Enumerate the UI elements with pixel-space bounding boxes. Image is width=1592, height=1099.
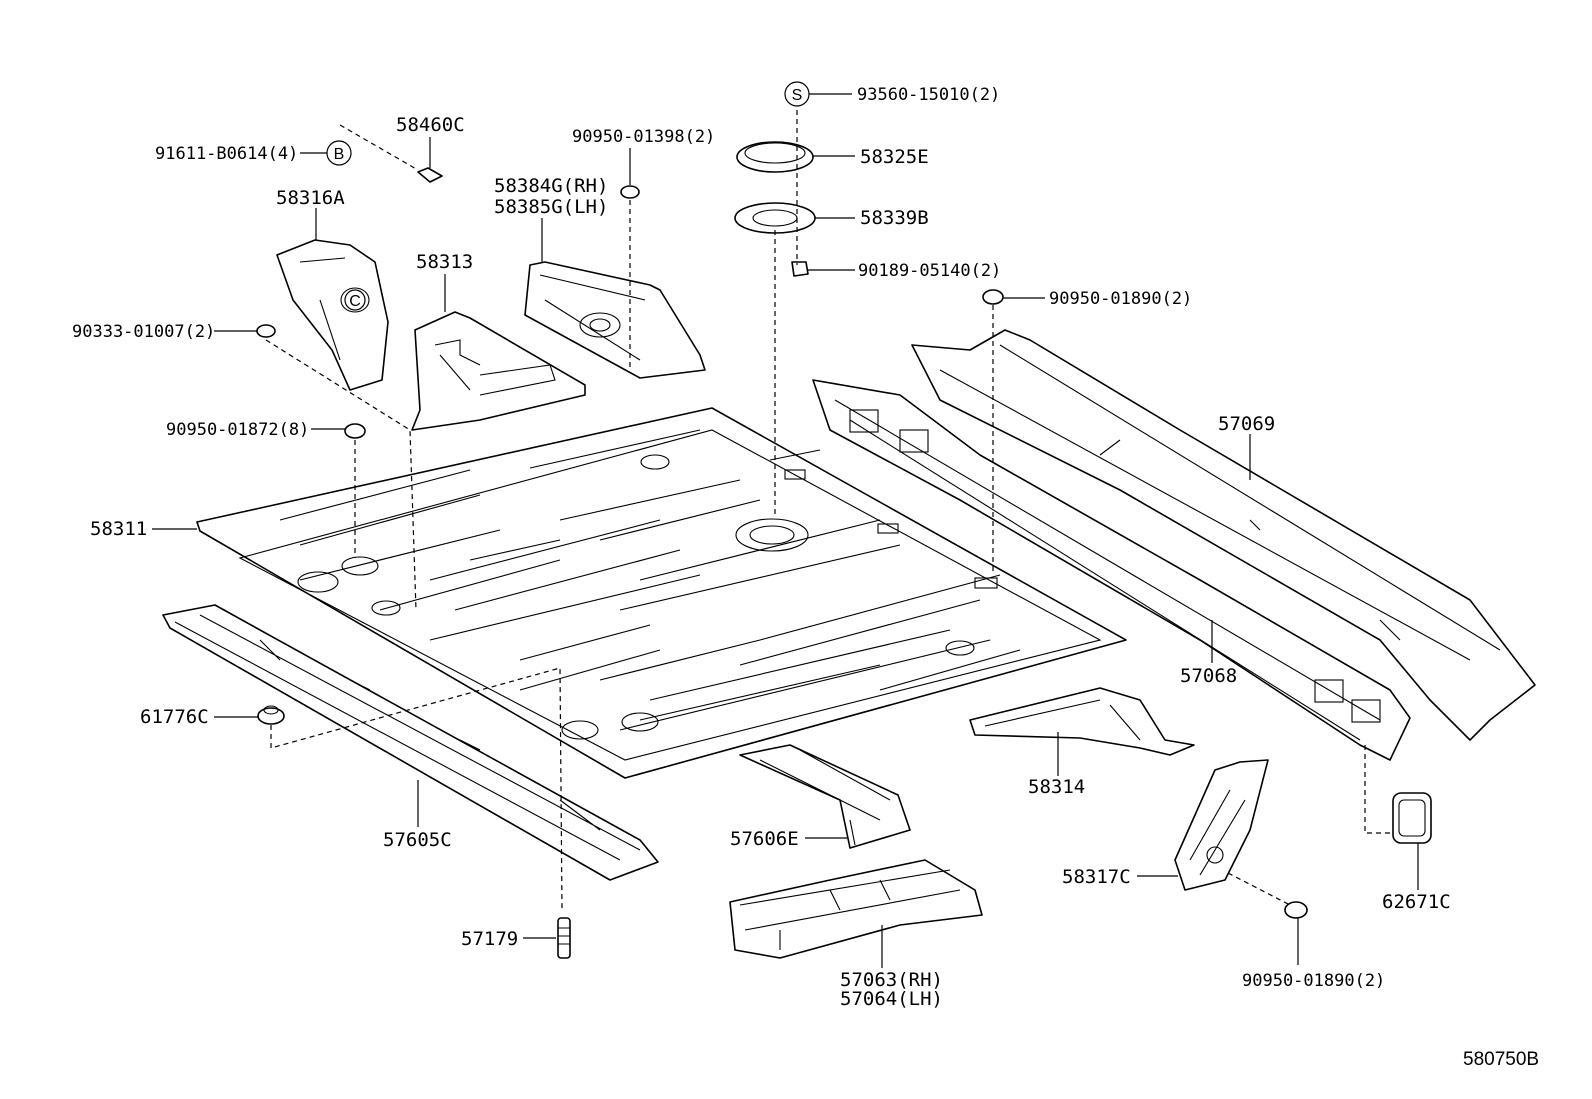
- cap-58325E: [736, 141, 814, 173]
- bracket-58313: [411, 311, 586, 431]
- member-58314: [969, 687, 1195, 756]
- member-57606E: [739, 744, 911, 849]
- side-rail-57069: [911, 329, 1536, 741]
- svg-text:S: S: [792, 87, 803, 104]
- label-62671C[interactable]: 62671C: [1382, 891, 1451, 913]
- label-58460C[interactable]: 58460C: [396, 114, 465, 136]
- panel-58384G-58385G: [524, 261, 706, 379]
- member-57063-57064: [729, 859, 983, 959]
- label-93560-15010[interactable]: 93560-15010(2): [857, 85, 1000, 105]
- side-member-57605C: [162, 604, 659, 881]
- side-rail-57068: [812, 379, 1411, 761]
- diagram-code: 580750B: [1463, 1049, 1539, 1070]
- assembly-lines: [265, 110, 1393, 911]
- symbol-c: C: [344, 289, 366, 311]
- label-90333-01007[interactable]: 90333-01007(2): [72, 322, 215, 342]
- svg-text:B: B: [334, 146, 345, 163]
- plug-90950-01890-bottom: [1284, 901, 1308, 919]
- seal-58339B: [734, 202, 816, 234]
- label-57068[interactable]: 57068: [1180, 665, 1237, 687]
- label-90950-01398[interactable]: 90950-01398(2): [572, 127, 715, 147]
- label-58316A[interactable]: 58316A: [276, 187, 345, 209]
- label-58384G[interactable]: 58384G(RH): [494, 175, 608, 197]
- bolt-57179: [557, 917, 571, 959]
- reinforcement-58316A: [276, 239, 389, 391]
- label-90189-05140[interactable]: 90189-05140(2): [858, 261, 1001, 281]
- label-58313[interactable]: 58313: [416, 251, 473, 273]
- symbol-s: S: [784, 81, 810, 107]
- label-90950-01890-top[interactable]: 90950-01890(2): [1049, 289, 1192, 309]
- label-57179[interactable]: 57179: [461, 928, 518, 950]
- label-57605C[interactable]: 57605C: [383, 829, 452, 851]
- label-57063[interactable]: 57063(RH): [840, 969, 943, 991]
- label-57064[interactable]: 57064(LH): [840, 988, 943, 1010]
- label-57069[interactable]: 57069: [1218, 413, 1275, 435]
- label-58314[interactable]: 58314: [1028, 776, 1085, 798]
- label-57606E[interactable]: 57606E: [730, 828, 799, 850]
- label-58339B[interactable]: 58339B: [860, 207, 929, 229]
- symbol-b: B: [326, 140, 352, 166]
- plug-90950-01398: [620, 185, 640, 199]
- svg-text:C: C: [349, 293, 361, 310]
- leader-lines: [152, 93, 1419, 968]
- bracket-58317C: [1174, 759, 1269, 891]
- label-58385G[interactable]: 58385G(LH): [494, 196, 608, 218]
- label-61776C[interactable]: 61776C: [140, 706, 209, 728]
- label-90950-01872[interactable]: 90950-01872(8): [166, 420, 309, 440]
- label-58317C[interactable]: 58317C: [1062, 866, 1131, 888]
- floor-pan-58311: [196, 407, 1127, 779]
- grommet-61776C: [257, 705, 285, 725]
- label-90950-01890-bottom[interactable]: 90950-01890(2): [1242, 971, 1385, 991]
- nut-90189-05140: [791, 261, 809, 277]
- plug-90950-01890-top: [982, 289, 1004, 305]
- label-58325E[interactable]: 58325E: [860, 146, 929, 168]
- plug-90950-01872: [344, 423, 366, 439]
- plug-90333-01007: [256, 324, 276, 338]
- label-91611-B0614[interactable]: 91611-B0614(4): [155, 144, 298, 164]
- label-58311[interactable]: 58311: [90, 518, 147, 540]
- clip-58460C: [417, 167, 443, 183]
- plug-62671C: [1392, 792, 1432, 844]
